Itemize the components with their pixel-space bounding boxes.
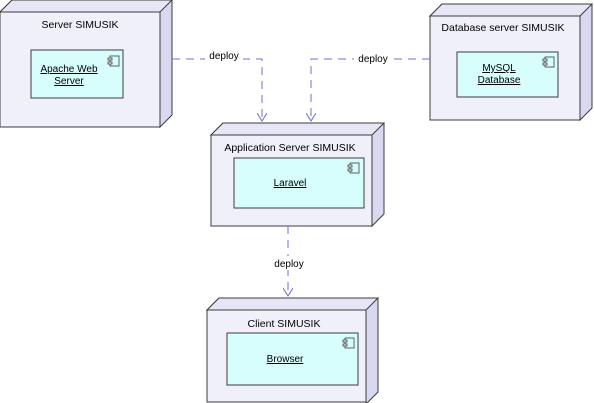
node-server-simusik[interactable]: Server SIMUSIK Apache Web Server xyxy=(0,0,173,129)
edge-app-to-client: deploy xyxy=(270,226,308,296)
node-application-server-simusik[interactable]: Application Server SIMUSIK Laravel xyxy=(209,122,386,228)
node-title: Database server SIMUSIK xyxy=(441,22,564,34)
component-icon xyxy=(342,337,355,349)
component-icon xyxy=(542,56,555,68)
component-label: Database xyxy=(478,75,521,86)
edge-db-to-app: deploy xyxy=(311,51,430,121)
component-browser[interactable]: Browser xyxy=(226,332,359,386)
component-laravel[interactable]: Laravel xyxy=(233,157,365,209)
component-label: MySQL xyxy=(482,63,516,74)
component-mysql-database[interactable]: MySQL Database xyxy=(456,51,559,98)
edge-label: deploy xyxy=(209,51,238,62)
node-title: Server SIMUSIK xyxy=(41,19,118,31)
node-client-simusik[interactable]: Client SIMUSIK Browser xyxy=(205,297,380,403)
component-label: Server xyxy=(54,76,84,87)
edge-server-to-app: deploy xyxy=(172,48,262,121)
component-icon xyxy=(347,162,360,174)
component-icon xyxy=(107,55,120,67)
node-title: Application Server SIMUSIK xyxy=(224,142,355,154)
component-apache-web-server[interactable]: Apache Web Server xyxy=(30,49,124,99)
component-label: Apache Web xyxy=(40,64,98,75)
node-title: Client SIMUSIK xyxy=(248,318,321,330)
component-label: Browser xyxy=(267,354,304,365)
component-label: Laravel xyxy=(274,178,307,189)
edge-label: deploy xyxy=(274,259,303,270)
edge-label: deploy xyxy=(358,54,387,65)
node-database-server-simusik[interactable]: Database server SIMUSIK MySQL Database xyxy=(428,3,594,122)
